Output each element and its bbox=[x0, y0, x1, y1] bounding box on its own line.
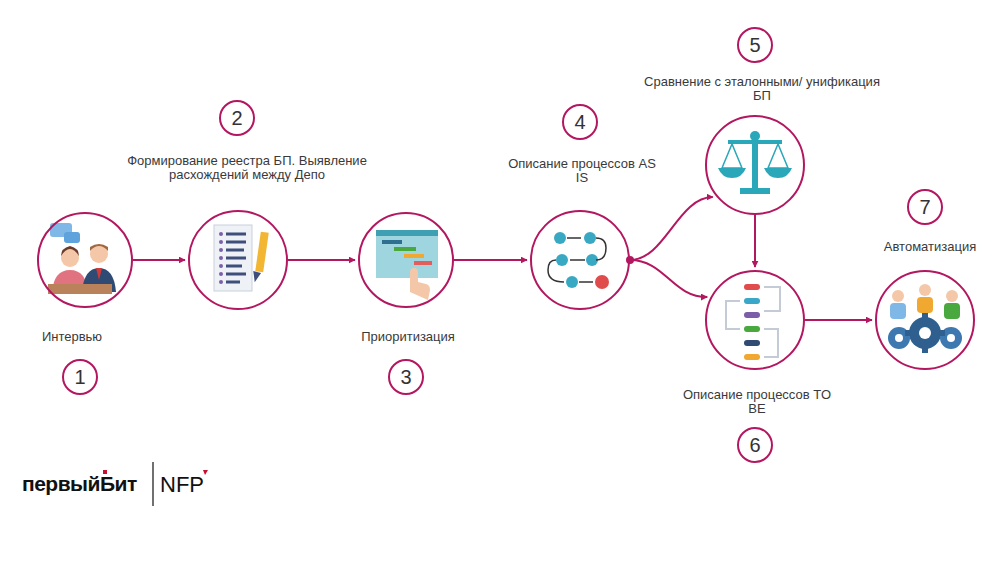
flow-arrow bbox=[805, 319, 872, 321]
flow-arrow bbox=[454, 259, 527, 261]
step-label: Формирование реестра БП. Выявление расхо… bbox=[122, 154, 372, 182]
step-circle: Формирование реестра БП. Выявление расхо… bbox=[188, 210, 288, 310]
step-circle: Автоматизация bbox=[875, 270, 975, 370]
logo-text: NFP bbox=[160, 472, 204, 498]
callout-circle: 5 bbox=[737, 27, 773, 63]
flow-icon bbox=[548, 232, 609, 289]
step-label: Сравнение с эталонными/ унификация БП bbox=[637, 75, 887, 103]
callout-number: 7 bbox=[919, 197, 930, 217]
callout-number: 3 bbox=[400, 367, 411, 387]
callout-circle: 7 bbox=[907, 189, 943, 225]
automation-icon bbox=[888, 284, 962, 353]
step-circle: Интервью bbox=[37, 212, 133, 308]
register-icon bbox=[214, 225, 269, 291]
logo-text: первыйБит bbox=[22, 472, 137, 496]
flow-arrow bbox=[630, 197, 713, 260]
step-label: Описание процессов AS IS bbox=[507, 157, 657, 185]
step-circle: Сравнение с эталонными/ унификация БП bbox=[705, 115, 805, 215]
gantt-icon bbox=[376, 230, 438, 300]
step-circle: Приоритизация bbox=[358, 212, 454, 308]
step-circle: Описание процессов AS IS bbox=[530, 210, 630, 310]
flow-arrow bbox=[754, 215, 756, 267]
callout-number: 1 bbox=[74, 367, 85, 387]
step-label: Описание процессов TO BE bbox=[682, 388, 832, 416]
callout-circle: 6 bbox=[737, 427, 773, 463]
callout-circle: 4 bbox=[562, 104, 598, 140]
logo-separator bbox=[152, 462, 153, 506]
flow-arrow bbox=[133, 259, 185, 261]
flow-arrow bbox=[630, 260, 707, 297]
scales-icon bbox=[718, 131, 792, 194]
callout-circle: 2 bbox=[219, 100, 255, 136]
callout-number: 2 bbox=[231, 108, 242, 128]
callout-number: 5 bbox=[749, 35, 760, 55]
step-circle: Описание процессов TO BE bbox=[705, 270, 805, 370]
callout-number: 6 bbox=[749, 435, 760, 455]
step-label: Интервью bbox=[17, 330, 127, 344]
callout-number: 4 bbox=[574, 112, 585, 132]
step-label: Приоритизация bbox=[343, 330, 473, 344]
callout-circle: 1 bbox=[62, 359, 98, 395]
process-icon bbox=[726, 284, 780, 360]
callout-circle: 3 bbox=[388, 359, 424, 395]
interview-icon bbox=[48, 223, 116, 294]
flow-arrow bbox=[288, 259, 355, 261]
step-label: Автоматизация bbox=[865, 240, 995, 254]
